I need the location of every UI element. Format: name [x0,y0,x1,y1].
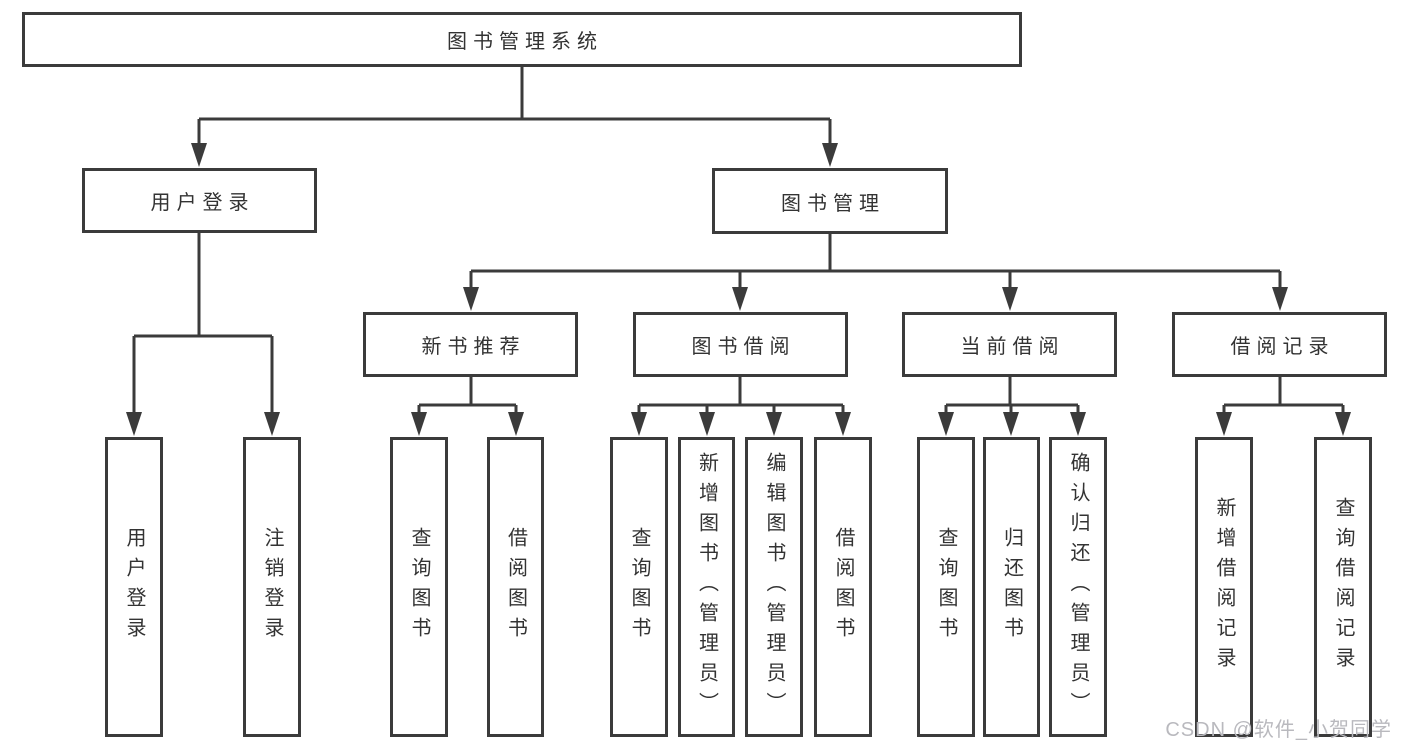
csdn-watermark: CSDN @软件_小贺同学 [1165,719,1392,741]
node-edit-books-admin: 编辑图书（管理员） [745,437,803,737]
node-current-borrowing: 当前借阅 [902,312,1117,377]
node-add-borrow-record: 新增借阅记录 [1195,437,1253,737]
node-return-books-label: 归还图书 [1000,527,1023,647]
node-confirm-return-admin-label: 确认归还（管理员） [1067,452,1089,722]
node-borrow-books-leaf: 借阅图书 [814,437,872,737]
node-query-books-current: 查询图书 [917,437,975,737]
node-logout: 注销登录 [243,437,301,737]
node-query-books-recommendation: 查询图书 [390,437,448,737]
node-library-management-system: 图书管理系统 [22,12,1022,67]
arrowheads [126,143,1351,436]
node-user-login: 用户登录 [82,168,317,233]
node-book-borrowing: 图书借阅 [633,312,848,377]
node-new-book-recommendation: 新书推荐 [363,312,578,377]
node-return-books: 归还图书 [983,437,1040,737]
node-library-management-system-label: 图书管理系统 [447,31,603,53]
node-query-books-recommendation-label: 查询图书 [408,527,430,647]
node-borrowing-records: 借阅记录 [1172,312,1387,377]
node-confirm-return-admin: 确认归还（管理员） [1049,437,1107,737]
node-user-login-leaf-label: 用户登录 [123,527,145,647]
node-query-books-borrowing-label: 查询图书 [628,527,650,647]
node-query-borrow-record-label: 查询借阅记录 [1332,497,1354,677]
node-book-borrowing-label: 图书借阅 [691,336,796,358]
node-book-management-label: 图书管理 [781,192,885,215]
node-edit-books-admin-label: 编辑图书（管理员） [763,452,785,722]
node-query-borrow-record: 查询借阅记录 [1314,437,1372,737]
node-borrowing-records-label: 借阅记录 [1230,336,1335,358]
node-add-books-admin-label: 新增图书（管理员） [695,452,718,722]
node-user-login-leaf: 用户登录 [105,437,163,737]
node-borrow-books-leaf-label: 借阅图书 [832,527,854,647]
node-query-books-borrowing: 查询图书 [610,437,668,737]
node-current-borrowing-label: 当前借阅 [960,336,1065,358]
node-new-book-recommendation-label: 新书推荐 [421,336,526,358]
node-add-borrow-record-label: 新增借阅记录 [1213,497,1235,677]
node-user-login-label: 用户登录 [150,192,255,214]
node-add-books-admin: 新增图书（管理员） [678,437,735,737]
node-borrow-books-recommendation-label: 借阅图书 [504,527,527,647]
node-book-management: 图书管理 [712,168,948,234]
node-borrow-books-recommendation: 借阅图书 [487,437,544,737]
node-query-books-current-label: 查询图书 [935,527,957,647]
node-logout-label: 注销登录 [261,527,283,647]
